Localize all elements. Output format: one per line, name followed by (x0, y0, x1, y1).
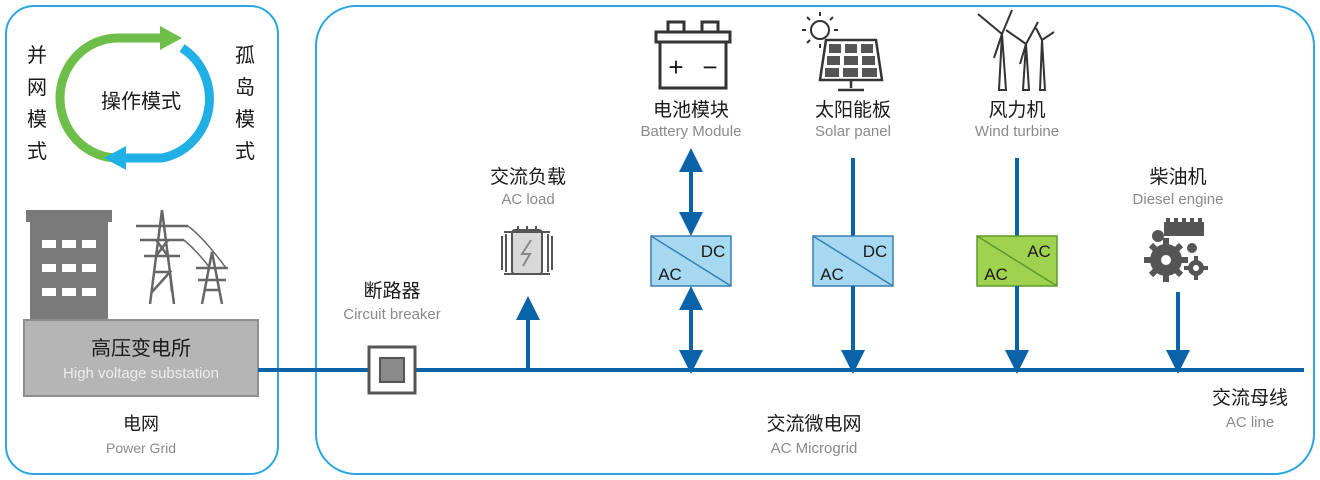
solar-label-en: Solar panel (815, 123, 891, 140)
battery-label: 电池模块 (653, 99, 729, 121)
power-grid-label-en: Power Grid (106, 440, 176, 456)
substation-box (23, 319, 259, 397)
power-grid-label: 电网 (123, 414, 159, 435)
microgrid-label-en: AC Microgrid (771, 440, 858, 457)
mode-right-char: 式 (235, 139, 255, 163)
wind-turbine-icon (977, 9, 1055, 91)
microgrid-frame (315, 5, 1315, 475)
battery-label-en: Battery Module (641, 123, 742, 140)
converter-bottom-label: AC (658, 265, 682, 284)
breaker-label-en: Circuit breaker (343, 306, 441, 323)
engine-gears-icon (1144, 218, 1208, 282)
sun-icon (802, 12, 838, 48)
converter-top-label: DC (863, 242, 888, 261)
solar-label: 太阳能板 (815, 99, 891, 121)
converter-bottom-label: AC (820, 265, 844, 284)
power-grid-frame (5, 5, 279, 475)
ac-load-label: 交流负载 (490, 166, 566, 188)
grid-connected-mode-label: 并 网 模 式 (27, 43, 47, 163)
ac-line-label: 交流母线 (1212, 387, 1288, 409)
transmission-tower-icon (136, 209, 188, 305)
wind-label: 风力机 (988, 99, 1045, 121)
island-mode-label: 孤 岛 模 式 (235, 43, 255, 163)
dc-ac-converter-solar (812, 235, 894, 287)
transmission-tower-icon (196, 251, 228, 305)
substation-label-en: High voltage substation (63, 365, 219, 382)
ac-load-label-en: AC load (501, 191, 554, 208)
solar-panel-icon (818, 38, 884, 92)
mode-left-char: 网 (27, 75, 47, 99)
wind-label-en: Wind turbine (975, 123, 1059, 140)
car-battery-icon (654, 20, 732, 90)
mode-left-char: 式 (27, 139, 47, 163)
mode-cycle-icon (55, 26, 214, 170)
diesel-label-en: Diesel engine (1133, 191, 1224, 208)
breaker-label: 断路器 (363, 280, 420, 302)
mode-left-char: 并 (27, 43, 47, 67)
ac-ac-converter-wind (976, 235, 1058, 287)
mode-right-char: 孤 (235, 43, 255, 67)
mode-center-label: 操作模式 (101, 89, 181, 113)
diesel-label: 柴油机 (1149, 166, 1206, 188)
converter-bottom-label: AC (984, 265, 1008, 284)
battery-minus-sign: − (702, 52, 717, 82)
mode-right-char: 模 (235, 107, 255, 131)
transformer-icon (501, 226, 553, 275)
converter-top-label: AC (1027, 242, 1051, 261)
circuit-breaker-icon (367, 345, 417, 395)
converter-top-label: DC (701, 242, 726, 261)
battery-plus-sign: + (668, 52, 683, 82)
ac-line-label-en: AC line (1226, 414, 1274, 431)
power-line (183, 225, 227, 269)
mode-left-char: 模 (27, 107, 47, 131)
building-icon (26, 210, 112, 322)
mode-right-char: 岛 (235, 75, 255, 99)
microgrid-label: 交流微电网 (766, 413, 861, 435)
substation-label: 高压变电所 (91, 336, 191, 360)
